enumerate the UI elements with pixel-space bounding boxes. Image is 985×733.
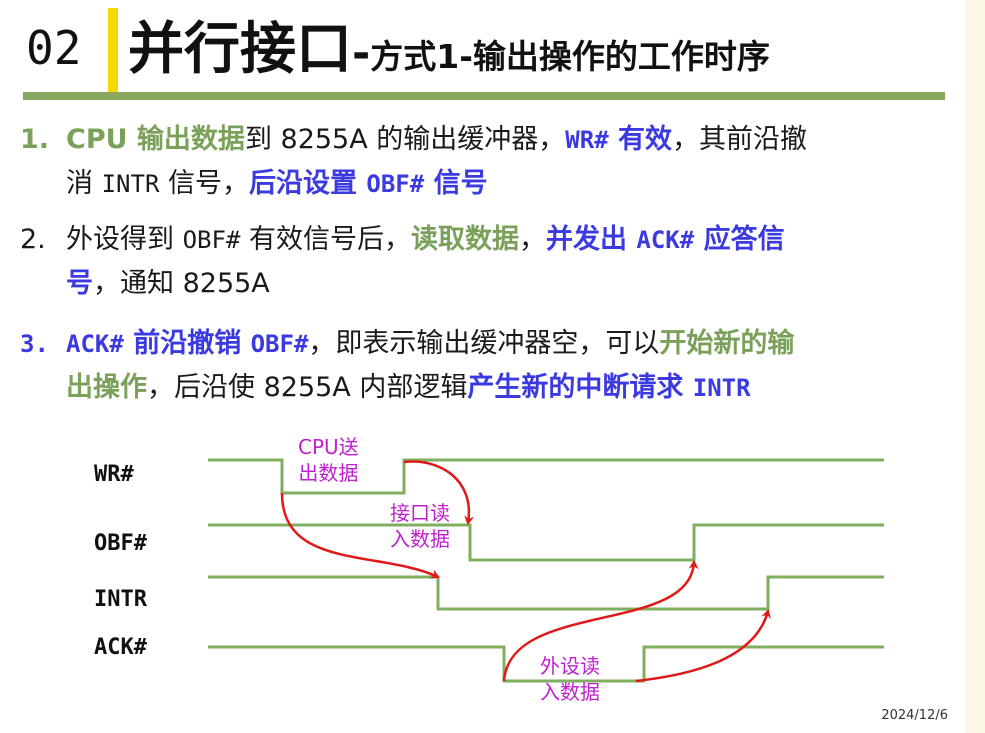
list-item-1: 1. CPU 输出数据到 8255A 的输出缓冲器，WR# 有效，其前沿撤消 IN… bbox=[20, 118, 965, 206]
title-underline bbox=[23, 92, 945, 100]
note-device-read-line1: 外设读 bbox=[540, 654, 600, 678]
list-item-text: OBF# bbox=[250, 330, 309, 358]
list-item-text: 信号， bbox=[159, 168, 249, 199]
list-item-text: ，即表示输出缓冲器空，可以 bbox=[308, 328, 660, 359]
list-item-text: 开始新的输 bbox=[659, 328, 795, 359]
waveform-ack bbox=[208, 645, 884, 683]
waveform-obf bbox=[208, 523, 884, 562]
note-cpu-send-line2: 出数据 bbox=[298, 461, 359, 485]
list-item-number: 1. bbox=[20, 124, 50, 155]
list-item-text: 读取数据 bbox=[410, 224, 519, 255]
list-item-text: 有效 bbox=[608, 124, 673, 155]
note-interface-read: 接口读 入数据 bbox=[390, 500, 450, 552]
footer-date: 2024/12/6 bbox=[881, 708, 948, 723]
list-item-text: ，后沿使 8255A 内部逻辑 bbox=[147, 372, 468, 403]
list-item-text: 并发出 bbox=[545, 224, 637, 255]
list-item-text: ACK# bbox=[636, 226, 695, 254]
list-item-number: 2. bbox=[20, 224, 46, 255]
waveform-wr bbox=[208, 458, 884, 495]
note-cpu-send-line1: CPU送 bbox=[298, 435, 359, 459]
waveform-intr bbox=[208, 575, 884, 611]
list-item-line: 3. ACK# 前沿撤销 OBF#，即表示输出缓冲器空，可以开始新的输 bbox=[20, 322, 965, 366]
arrow-ack-to-intr bbox=[635, 609, 772, 683]
signal-label-wr: WR# bbox=[94, 462, 134, 487]
list-item-3: 3. ACK# 前沿撤销 OBF#，即表示输出缓冲器空，可以开始新的输出操作，后沿… bbox=[20, 322, 965, 410]
list-item-text: WR# bbox=[565, 126, 609, 154]
list-item-text: 有效信号后， bbox=[240, 224, 411, 255]
list-item-text: 消 bbox=[66, 168, 102, 199]
arrow-ack-to-obf bbox=[502, 560, 699, 682]
list-item-line: 1. CPU 输出数据到 8255A 的输出缓冲器，WR# 有效，其前沿撤 bbox=[20, 118, 965, 162]
list-item-text: 出操作 bbox=[66, 372, 147, 403]
arrow-wr-to-obf bbox=[403, 460, 475, 525]
list-item-text: INTR bbox=[692, 374, 751, 402]
arrow-wr-to-intr bbox=[280, 492, 440, 579]
list-item-text: 到 8255A 的输出缓冲器， bbox=[244, 124, 566, 155]
list-item-text: OBF# bbox=[366, 170, 425, 198]
note-cpu-send: CPU送 出数据 bbox=[298, 434, 359, 486]
list-item-text: 号 bbox=[66, 268, 93, 299]
signal-label-obf: OBF# bbox=[94, 531, 147, 556]
note-interface-read-line2: 入数据 bbox=[390, 527, 450, 551]
title-separator: - bbox=[352, 28, 371, 79]
note-device-read: 外设读 入数据 bbox=[540, 653, 600, 705]
list-item-text: ACK# bbox=[66, 330, 124, 358]
list-item-text: 应答信 bbox=[694, 224, 785, 255]
title-accent-bar bbox=[108, 8, 118, 92]
list-item-line: 2. 外设得到 OBF# 有效信号后，读取数据，并发出 ACK# 应答信 bbox=[20, 218, 965, 262]
list-item-text: ，其前沿撤 bbox=[672, 124, 808, 155]
slide-number: 02 bbox=[26, 21, 82, 75]
list-item-text: 外设得到 bbox=[66, 224, 183, 255]
list-item-2: 2. 外设得到 OBF# 有效信号后，读取数据，并发出 ACK# 应答信号，通知 … bbox=[20, 218, 965, 305]
list-item-text: 前沿撤销 bbox=[123, 328, 251, 359]
side-strip bbox=[965, 0, 985, 733]
title-main: 并行接口 bbox=[128, 17, 352, 82]
list-item-line: 消 INTR 信号，后沿设置 OBF# 信号 bbox=[20, 162, 965, 206]
list-item-text: 产生新的中断请求 bbox=[467, 372, 693, 403]
list-item-text: CPU 输出数据 bbox=[66, 124, 245, 155]
list-item-line: 出操作，后沿使 8255A 内部逻辑产生新的中断请求 INTR bbox=[20, 366, 965, 410]
waveform-canvas bbox=[208, 458, 884, 683]
timing-diagram: WR# OBF# INTR ACK# CPU送 出数据 接口读 入数据 外设读 … bbox=[0, 420, 965, 720]
page-title: 并行接口-方式1-输出操作的工作时序 bbox=[128, 12, 770, 95]
list-item-text: 后沿设置 bbox=[248, 168, 367, 199]
list-item-text: ， bbox=[518, 224, 546, 255]
signal-label-intr: INTR bbox=[94, 587, 147, 612]
list-item-number: 3. bbox=[20, 330, 49, 358]
list-item-line: 号，通知 8255A bbox=[20, 262, 965, 305]
list-item-text: INTR bbox=[101, 170, 160, 198]
list-item-text: ，通知 8255A bbox=[93, 268, 270, 299]
note-device-read-line2: 入数据 bbox=[540, 680, 600, 704]
list-item-text: 信号 bbox=[424, 168, 488, 199]
signal-label-ack: ACK# bbox=[94, 635, 147, 660]
list-item-text: OBF# bbox=[182, 226, 241, 254]
note-interface-read-line1: 接口读 bbox=[390, 501, 450, 525]
title-subtitle: 方式1-输出操作的工作时序 bbox=[370, 37, 770, 76]
